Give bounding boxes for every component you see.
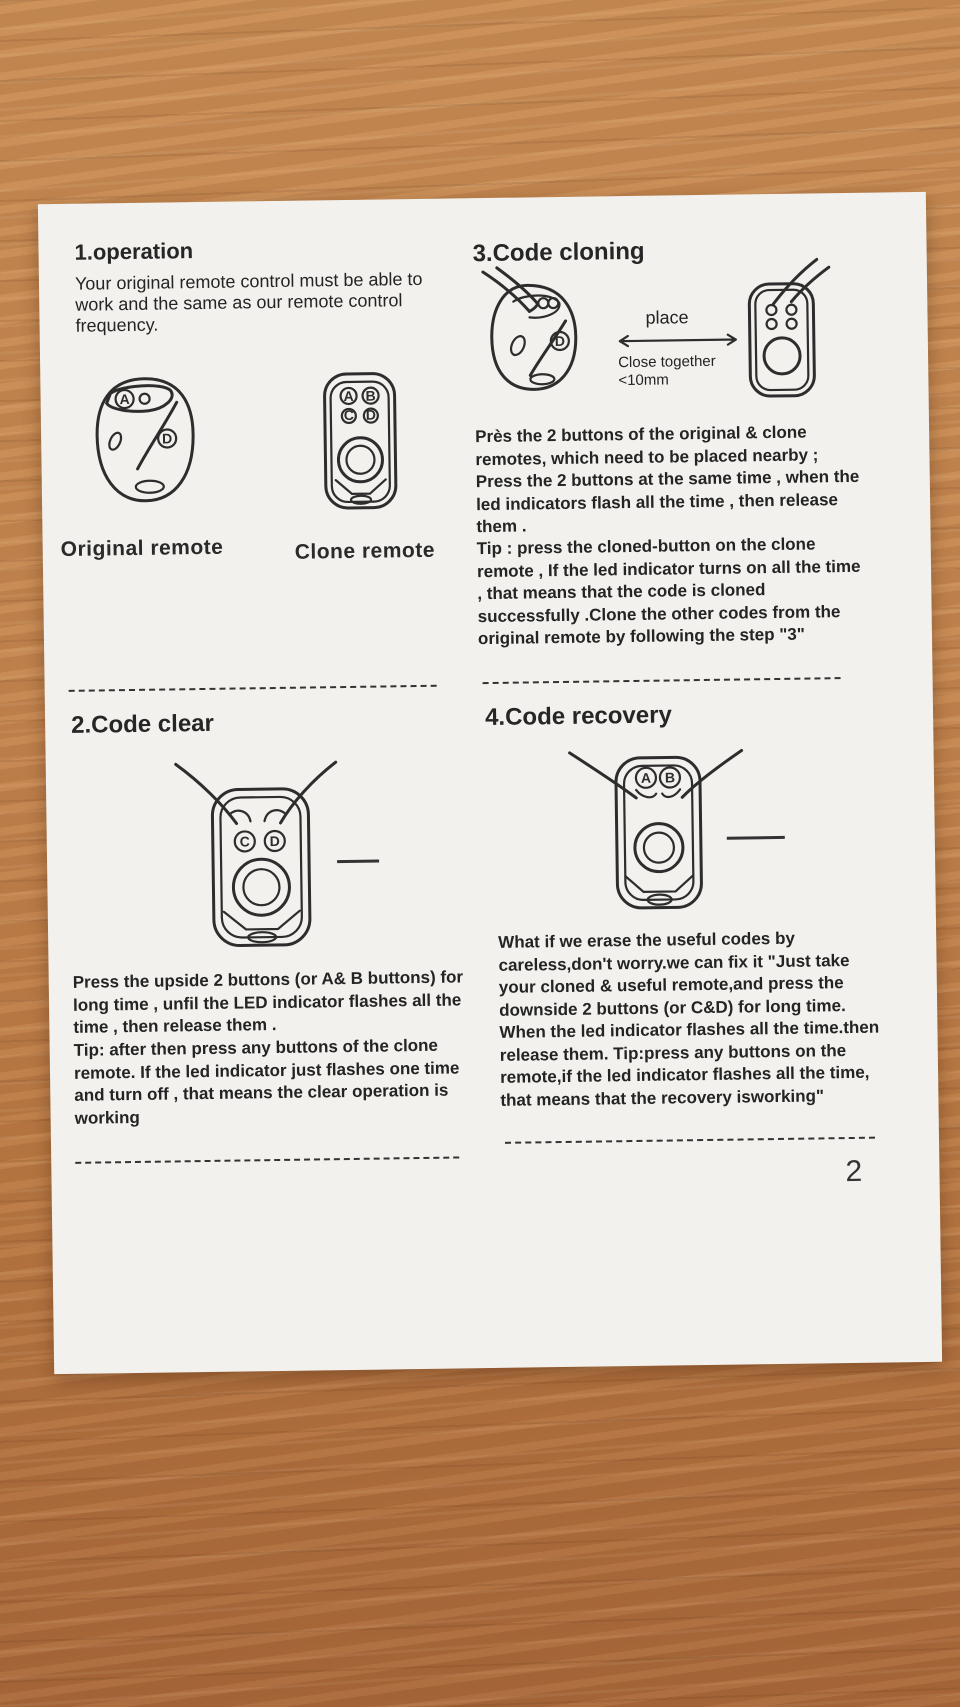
- section-1-text: Your original remote control must be abl…: [74, 268, 423, 336]
- code-clear-remote-icon: C D: [174, 760, 338, 948]
- svg-text:D: D: [555, 333, 565, 349]
- page-number: 2: [845, 1154, 863, 1189]
- svg-text:C: C: [240, 833, 250, 849]
- divider-left-1: [68, 684, 437, 692]
- code-recovery-remote-icon: A B: [568, 748, 744, 910]
- divider-right-1: [482, 677, 841, 685]
- cloning-original-remote-icon: D: [481, 266, 578, 391]
- section-2-text: Press the upside 2 buttons (or A& B butt…: [72, 967, 464, 1037]
- clone-remote-icon: A B C D: [323, 372, 398, 510]
- section-2-tip: Tip: after then press any buttons of the…: [73, 1035, 460, 1128]
- svg-text:D: D: [366, 407, 376, 423]
- section-4-title: 4.Code recovery: [484, 701, 673, 732]
- original-remote-icon: A D: [95, 377, 195, 503]
- cloning-clone-remote-icon: [747, 257, 831, 398]
- svg-text:C: C: [344, 407, 354, 423]
- svg-text:A: A: [641, 770, 651, 786]
- section-2-title: 2.Code clear: [70, 709, 215, 739]
- section-1-title: 1.operation: [74, 238, 194, 265]
- place-label: place: [645, 307, 689, 328]
- close-together-label: Close together: [618, 352, 716, 372]
- svg-text:A: A: [119, 391, 129, 407]
- clone-remote-label: Clone remote: [294, 538, 436, 564]
- section-4-text: What if we erase the useful codes by car…: [498, 928, 880, 1110]
- svg-text:B: B: [665, 769, 675, 785]
- distance-label: <10mm: [618, 371, 669, 390]
- section-3-tip: Tip : press the cloned-button on the clo…: [476, 534, 861, 649]
- instruction-sheet: 1.operation Your original remote control…: [37, 191, 943, 1375]
- recovery-dash-symbol: [726, 835, 785, 840]
- clear-dash-symbol: [337, 859, 380, 864]
- original-remote-label: Original remote: [60, 535, 224, 561]
- double-arrow-icon: [618, 333, 737, 348]
- svg-text:B: B: [365, 388, 375, 404]
- svg-text:D: D: [162, 430, 172, 446]
- divider-right-2: [505, 1136, 876, 1144]
- divider-left-2: [75, 1156, 460, 1164]
- section-3-text: Près the 2 buttons of the original & clo…: [475, 422, 860, 537]
- svg-text:A: A: [343, 388, 353, 404]
- svg-text:D: D: [270, 833, 280, 849]
